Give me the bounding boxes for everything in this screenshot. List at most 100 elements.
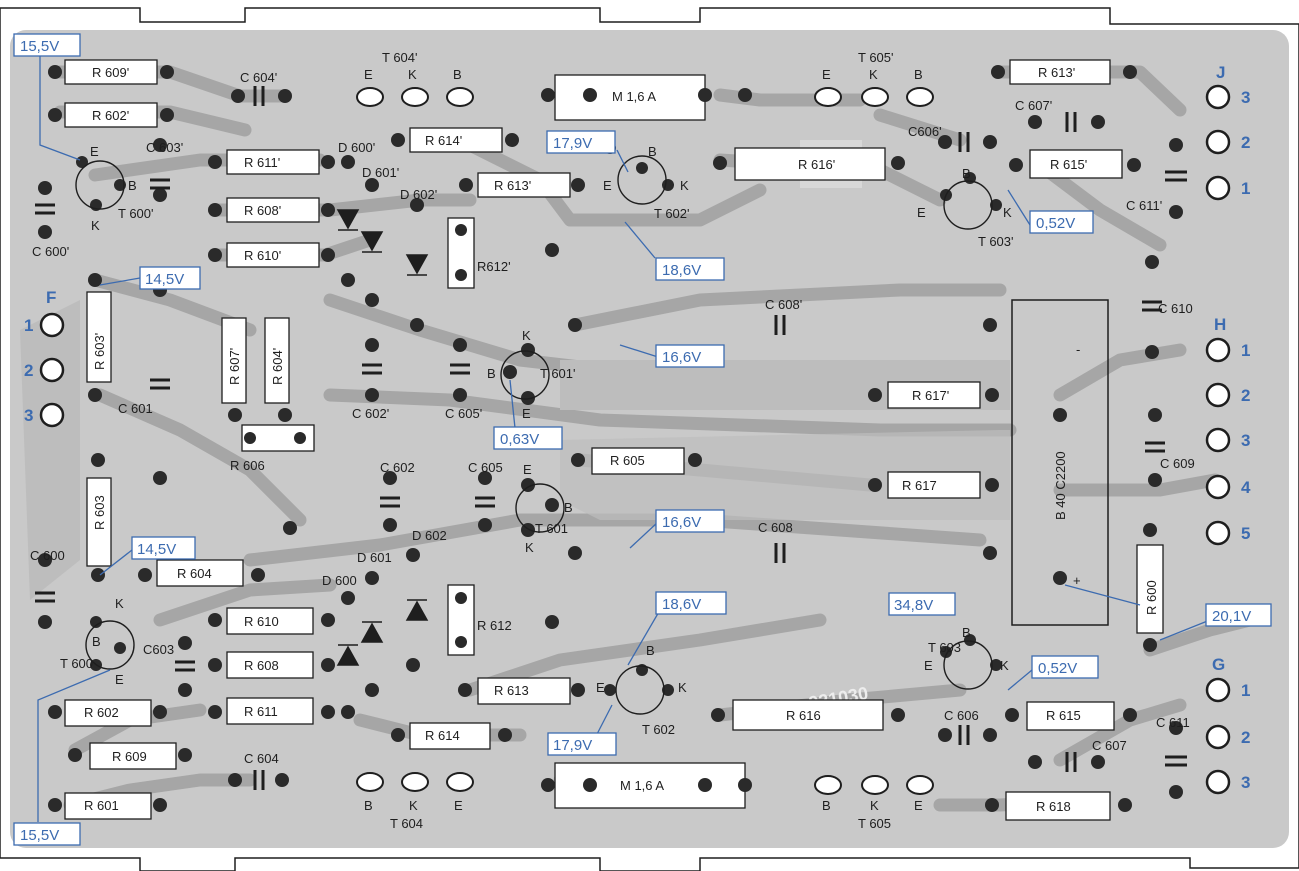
label-d601a: D 601' <box>362 165 399 180</box>
label-c605a: C 605' <box>445 406 482 421</box>
label-t603a: T 603' <box>978 234 1014 249</box>
label-t604-b: B <box>364 798 373 813</box>
label-d602a: D 602' <box>400 187 437 202</box>
connector-h-pin-5: 5 <box>1241 524 1250 543</box>
label-r613: R 613 <box>494 683 529 698</box>
connector-f-pin-3: 3 <box>24 406 33 425</box>
label-t602a-b: B <box>648 144 657 159</box>
label-r609a: R 609' <box>92 65 129 80</box>
label-t602a: T 602' <box>654 206 690 221</box>
label-r611a: R 611' <box>244 155 280 170</box>
label-t600a: T 600' <box>118 206 154 221</box>
label-t605a-e: E <box>822 67 831 82</box>
label-t603-k: K <box>1000 658 1009 673</box>
label-t602a-k: K <box>680 178 689 193</box>
transistor-outlines <box>75 155 993 715</box>
label-t605-k: K <box>870 798 879 813</box>
voltage-label-t602a-e: 17,9V <box>553 135 592 152</box>
voltage-label-bottom-left: 15,5V <box>20 827 59 844</box>
label-r604a: R 604' <box>270 348 285 385</box>
label-r615: R 615 <box>1046 708 1081 723</box>
label-r617a: R 617' <box>912 388 949 403</box>
label-c600a: C 600' <box>32 244 69 259</box>
connector-j-pin-1: 1 <box>1241 179 1250 198</box>
label-d602: D 602 <box>412 528 447 543</box>
label-t603a-k: K <box>1003 205 1012 220</box>
label-t601-b: B <box>564 500 573 515</box>
label-t602a-e: E <box>603 178 612 193</box>
bridge-rectifier <box>1011 299 1109 626</box>
resistor-bodies <box>64 59 1164 821</box>
connector-h-label: H <box>1214 315 1226 334</box>
label-c610: C 610 <box>1158 301 1193 316</box>
power-transistor-pads <box>356 87 934 795</box>
label-c611a: C 611' <box>1126 198 1162 213</box>
label-c607: C 607 <box>1092 738 1127 753</box>
label-d601: D 601 <box>357 550 392 565</box>
voltage-label-top-left: 15,5V <box>20 38 59 55</box>
voltage-label-t602-k: 18,6V <box>662 596 701 613</box>
connector-g-label: G <box>1212 655 1225 674</box>
label-r602a: R 602' <box>92 108 129 123</box>
label-r610: R 610 <box>244 614 279 629</box>
label-r608a: R 608' <box>244 203 281 218</box>
label-c607a: C 607' <box>1015 98 1052 113</box>
label-r610a: R 610' <box>244 248 281 263</box>
label-t600-e: E <box>115 672 124 687</box>
label-t602: T 602 <box>642 722 675 737</box>
label-t601: T 601 <box>535 521 568 536</box>
label-r613a: R 613' <box>494 178 531 193</box>
label-t603a-b: B <box>962 166 971 181</box>
connector-g-pin-3: 3 <box>1241 773 1250 792</box>
connector-g-pin-2: 2 <box>1241 728 1250 747</box>
label-r612a: R612' <box>477 259 511 274</box>
label-t604a-b: B <box>453 67 462 82</box>
label-c608: C 608 <box>758 520 793 535</box>
label-t603-b: B <box>962 625 971 640</box>
voltage-label-r603a: 14,5V <box>145 271 184 288</box>
connector-sockets <box>39 84 1231 795</box>
label-t602-e: E <box>596 680 605 695</box>
label-c601: C 601 <box>118 401 153 416</box>
label-m16a-top: M 1,6 A <box>612 89 656 104</box>
capacitor-symbols <box>35 86 1187 790</box>
voltage-label-t602a-k: 18,6V <box>662 262 701 279</box>
label-r603a: R 603' <box>92 333 107 370</box>
label-r615a: R 615' <box>1050 157 1087 172</box>
label-m16a-bottom: M 1,6 A <box>620 778 664 793</box>
label-t605-e: E <box>914 798 923 813</box>
bridge-plus: + <box>1073 573 1081 588</box>
voltage-callout-boxes <box>13 33 1272 846</box>
label-c606: C 606 <box>944 708 979 723</box>
connector-h-pin-4: 4 <box>1241 478 1251 497</box>
voltage-label-t602-e: 17,9V <box>553 737 592 754</box>
label-c603: C603 <box>143 642 174 657</box>
label-t601a-k: K <box>522 328 531 343</box>
label-t604a-k: K <box>408 67 417 82</box>
connector-h-pin-3: 3 <box>1241 431 1250 450</box>
label-r616a: R 616' <box>798 157 835 172</box>
connector-g-pin-1: 1 <box>1241 681 1250 700</box>
connector-j-pin-2: 2 <box>1241 133 1250 152</box>
label-r608: R 608 <box>244 658 279 673</box>
label-r604: R 604 <box>177 566 212 581</box>
label-c609: C 609 <box>1160 456 1195 471</box>
label-c608a: C 608' <box>765 297 802 312</box>
label-r603: R 603 <box>92 495 107 530</box>
connector-h-pin-2: 2 <box>1241 386 1250 405</box>
voltage-label-r603: 14,5V <box>137 541 176 558</box>
solder-pads <box>38 65 1183 812</box>
label-t605a: T 605' <box>858 50 894 65</box>
label-r607a: R 607' <box>227 348 242 385</box>
label-t601-e: E <box>523 462 532 477</box>
bridge-minus: - <box>1076 342 1080 357</box>
connector-j-pin-3: 3 <box>1241 88 1250 107</box>
label-c606a: C606' <box>908 124 942 139</box>
diode-symbols <box>336 209 429 666</box>
voltage-label-c608a: 16,6V <box>662 349 701 366</box>
label-c611: C 611 <box>1156 715 1190 730</box>
label-d600: D 600 <box>322 573 357 588</box>
label-t600a-k: K <box>91 218 100 233</box>
label-t604-e: E <box>454 798 463 813</box>
label-t600a-e: E <box>90 144 99 159</box>
